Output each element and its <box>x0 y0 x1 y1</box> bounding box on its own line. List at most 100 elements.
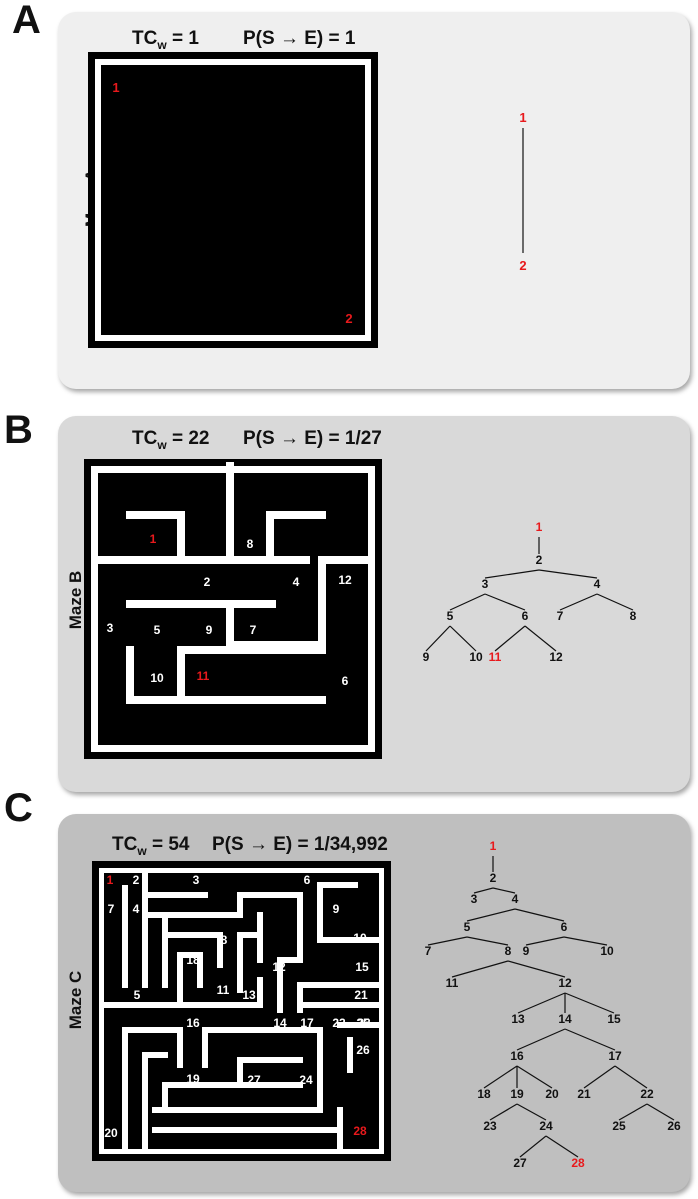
maze-c-tree-node: 22 <box>640 1087 654 1101</box>
maze-c-tree-edge <box>525 936 565 946</box>
maze-c-tree-edge <box>516 1028 566 1051</box>
maze-c-node-label: 3 <box>193 873 200 887</box>
panel-letter-c: C <box>4 786 33 830</box>
maze-c-tree-node: 20 <box>545 1087 559 1101</box>
maze-c-tree-edge <box>545 1135 579 1158</box>
maze-c-tree-edge <box>563 936 608 946</box>
maze-b-node-label: 5 <box>154 623 161 637</box>
maze-c-node-label: 8 <box>221 933 228 947</box>
maze-c-tree-node: 19 <box>510 1087 524 1101</box>
maze-c-node-label: 15 <box>355 960 369 974</box>
maze-c-tree-node: 5 <box>464 920 471 934</box>
maze-b-tree-node: 4 <box>594 577 601 591</box>
maze-b-tree-edge <box>524 625 557 652</box>
maze-b-node-label: 8 <box>247 537 254 551</box>
maze-c-tree-edge <box>618 1103 648 1121</box>
maze-c-tree-node: 15 <box>607 1012 621 1026</box>
maze-c-tree-node: 26 <box>667 1119 681 1133</box>
maze-c-tree-edge <box>489 1103 518 1121</box>
maze-c-tree-edge <box>519 1135 547 1158</box>
maze-b-node-label: 2 <box>204 575 211 589</box>
maze-c-tree-edge <box>516 1103 547 1121</box>
maze-c-tree-node: 14 <box>558 1012 572 1026</box>
maze-b-node-label: 4 <box>293 575 300 589</box>
maze-c-tree-edge <box>614 1065 648 1089</box>
maze-b-tree-node: 6 <box>522 609 529 623</box>
maze-c-tree-node: 24 <box>539 1119 553 1133</box>
maze-b-node-label: 3 <box>107 621 114 635</box>
maze-b-node-label: 6 <box>342 674 349 688</box>
maze-c-tree-node: 4 <box>512 892 519 906</box>
maze-c-tc-title: TCw = 54 <box>112 834 190 858</box>
maze-b-tree-edge <box>494 625 526 652</box>
maze-c-node-label: 18 <box>186 953 200 967</box>
maze-c-node-label: 19 <box>186 1072 200 1086</box>
maze-b-tree-node: 8 <box>630 609 637 623</box>
maze-c-tree-edge <box>514 908 565 922</box>
maze-c-tree-edge <box>516 1065 553 1089</box>
maze-c-tree-edge <box>473 887 494 894</box>
maze-c-tree-edge <box>564 992 615 1014</box>
maze-c-node-label: 28 <box>353 1124 367 1138</box>
maze-c-node-label: 13 <box>242 988 256 1002</box>
panel-letter-a: A <box>12 0 41 42</box>
maze-b-tree-node: 12 <box>549 650 563 664</box>
maze-c-tree-node: 28 <box>571 1156 585 1170</box>
maze-c-tree-edge <box>583 1065 616 1089</box>
maze-c-node-label: 14 <box>273 1016 287 1030</box>
maze-b-tc-title: TCw = 22 <box>132 428 210 452</box>
maze-c-node-label: 27 <box>247 1073 261 1087</box>
maze-c-node-label: 10 <box>353 931 367 945</box>
maze-b-tree-node: 9 <box>423 650 430 664</box>
maze-c-tree-node: 10 <box>600 944 614 958</box>
maze-c-tree-node: 27 <box>513 1156 527 1170</box>
maze-c-node-label: 5 <box>134 988 141 1002</box>
maze-b-tree-edge <box>449 593 486 611</box>
maze-c-tree-edge <box>564 1028 616 1051</box>
maze-c-node-label: 7 <box>108 902 115 916</box>
maze-c-tree-node: 8 <box>505 944 512 958</box>
maze-a-prob-title: P(S → E) = 1 <box>243 28 356 49</box>
maze-b-tree-node: 5 <box>447 609 454 623</box>
maze-b-node-label: 7 <box>250 623 257 637</box>
maze-b-tree-node: 10 <box>469 650 483 664</box>
maze-a-node-label: 1 <box>112 80 119 95</box>
maze-c-tree-node: 3 <box>471 892 478 906</box>
maze-c-tree-edge <box>427 936 468 946</box>
maze-b-tree-edge <box>484 569 540 579</box>
maze-c-tree-node: 25 <box>612 1119 626 1133</box>
maze-c-node-label: 23 <box>357 1016 371 1030</box>
maze-c-node-label: 1 <box>107 873 114 887</box>
maze-c-node-label: 24 <box>299 1073 313 1087</box>
maze-a-node-label: 2 <box>345 311 352 326</box>
maze-c-tree-node: 2 <box>490 871 497 885</box>
maze-c-tree-edge <box>507 960 566 978</box>
maze-b-node-label: 11 <box>197 669 210 683</box>
maze-c-node-label: 21 <box>354 988 368 1002</box>
maze-c-node-label: 16 <box>186 1016 200 1030</box>
maze-b-node-label: 1 <box>150 532 157 546</box>
maze-c-node-label: 20 <box>104 1126 118 1140</box>
maze-c-tree-node: 1 <box>490 839 497 853</box>
maze-b-tree-node: 7 <box>557 609 564 623</box>
maze-c-floor <box>104 873 379 1149</box>
maze-b-node-label: 10 <box>150 671 164 685</box>
maze-b-tree-node: 11 <box>489 650 502 664</box>
maze-c-tree-edge <box>466 936 509 946</box>
maze-c-tree-node: 11 <box>446 976 459 990</box>
maze-c-node-label: 26 <box>356 1043 370 1057</box>
maze-c-node-label: 9 <box>333 902 340 916</box>
maze-b-tree-edge <box>449 625 477 652</box>
maze-c-tree-node: 16 <box>510 1049 524 1063</box>
maze-b-prob-title: P(S → E) = 1/27 <box>243 428 382 449</box>
maze-c-tree-node: 7 <box>425 944 432 958</box>
maze-c-tree-node: 6 <box>561 920 568 934</box>
maze-b-tree-edge <box>538 569 598 579</box>
maze-b-tree-node: 2 <box>536 553 543 567</box>
maze-c-tree-node: 17 <box>608 1049 622 1063</box>
maze-a-tc-title: TCw = 1 <box>132 28 199 52</box>
maze-a-floor <box>101 65 365 335</box>
maze-c-node-label: 22 <box>332 1016 346 1030</box>
maze-c-tree-node: 18 <box>477 1087 491 1101</box>
